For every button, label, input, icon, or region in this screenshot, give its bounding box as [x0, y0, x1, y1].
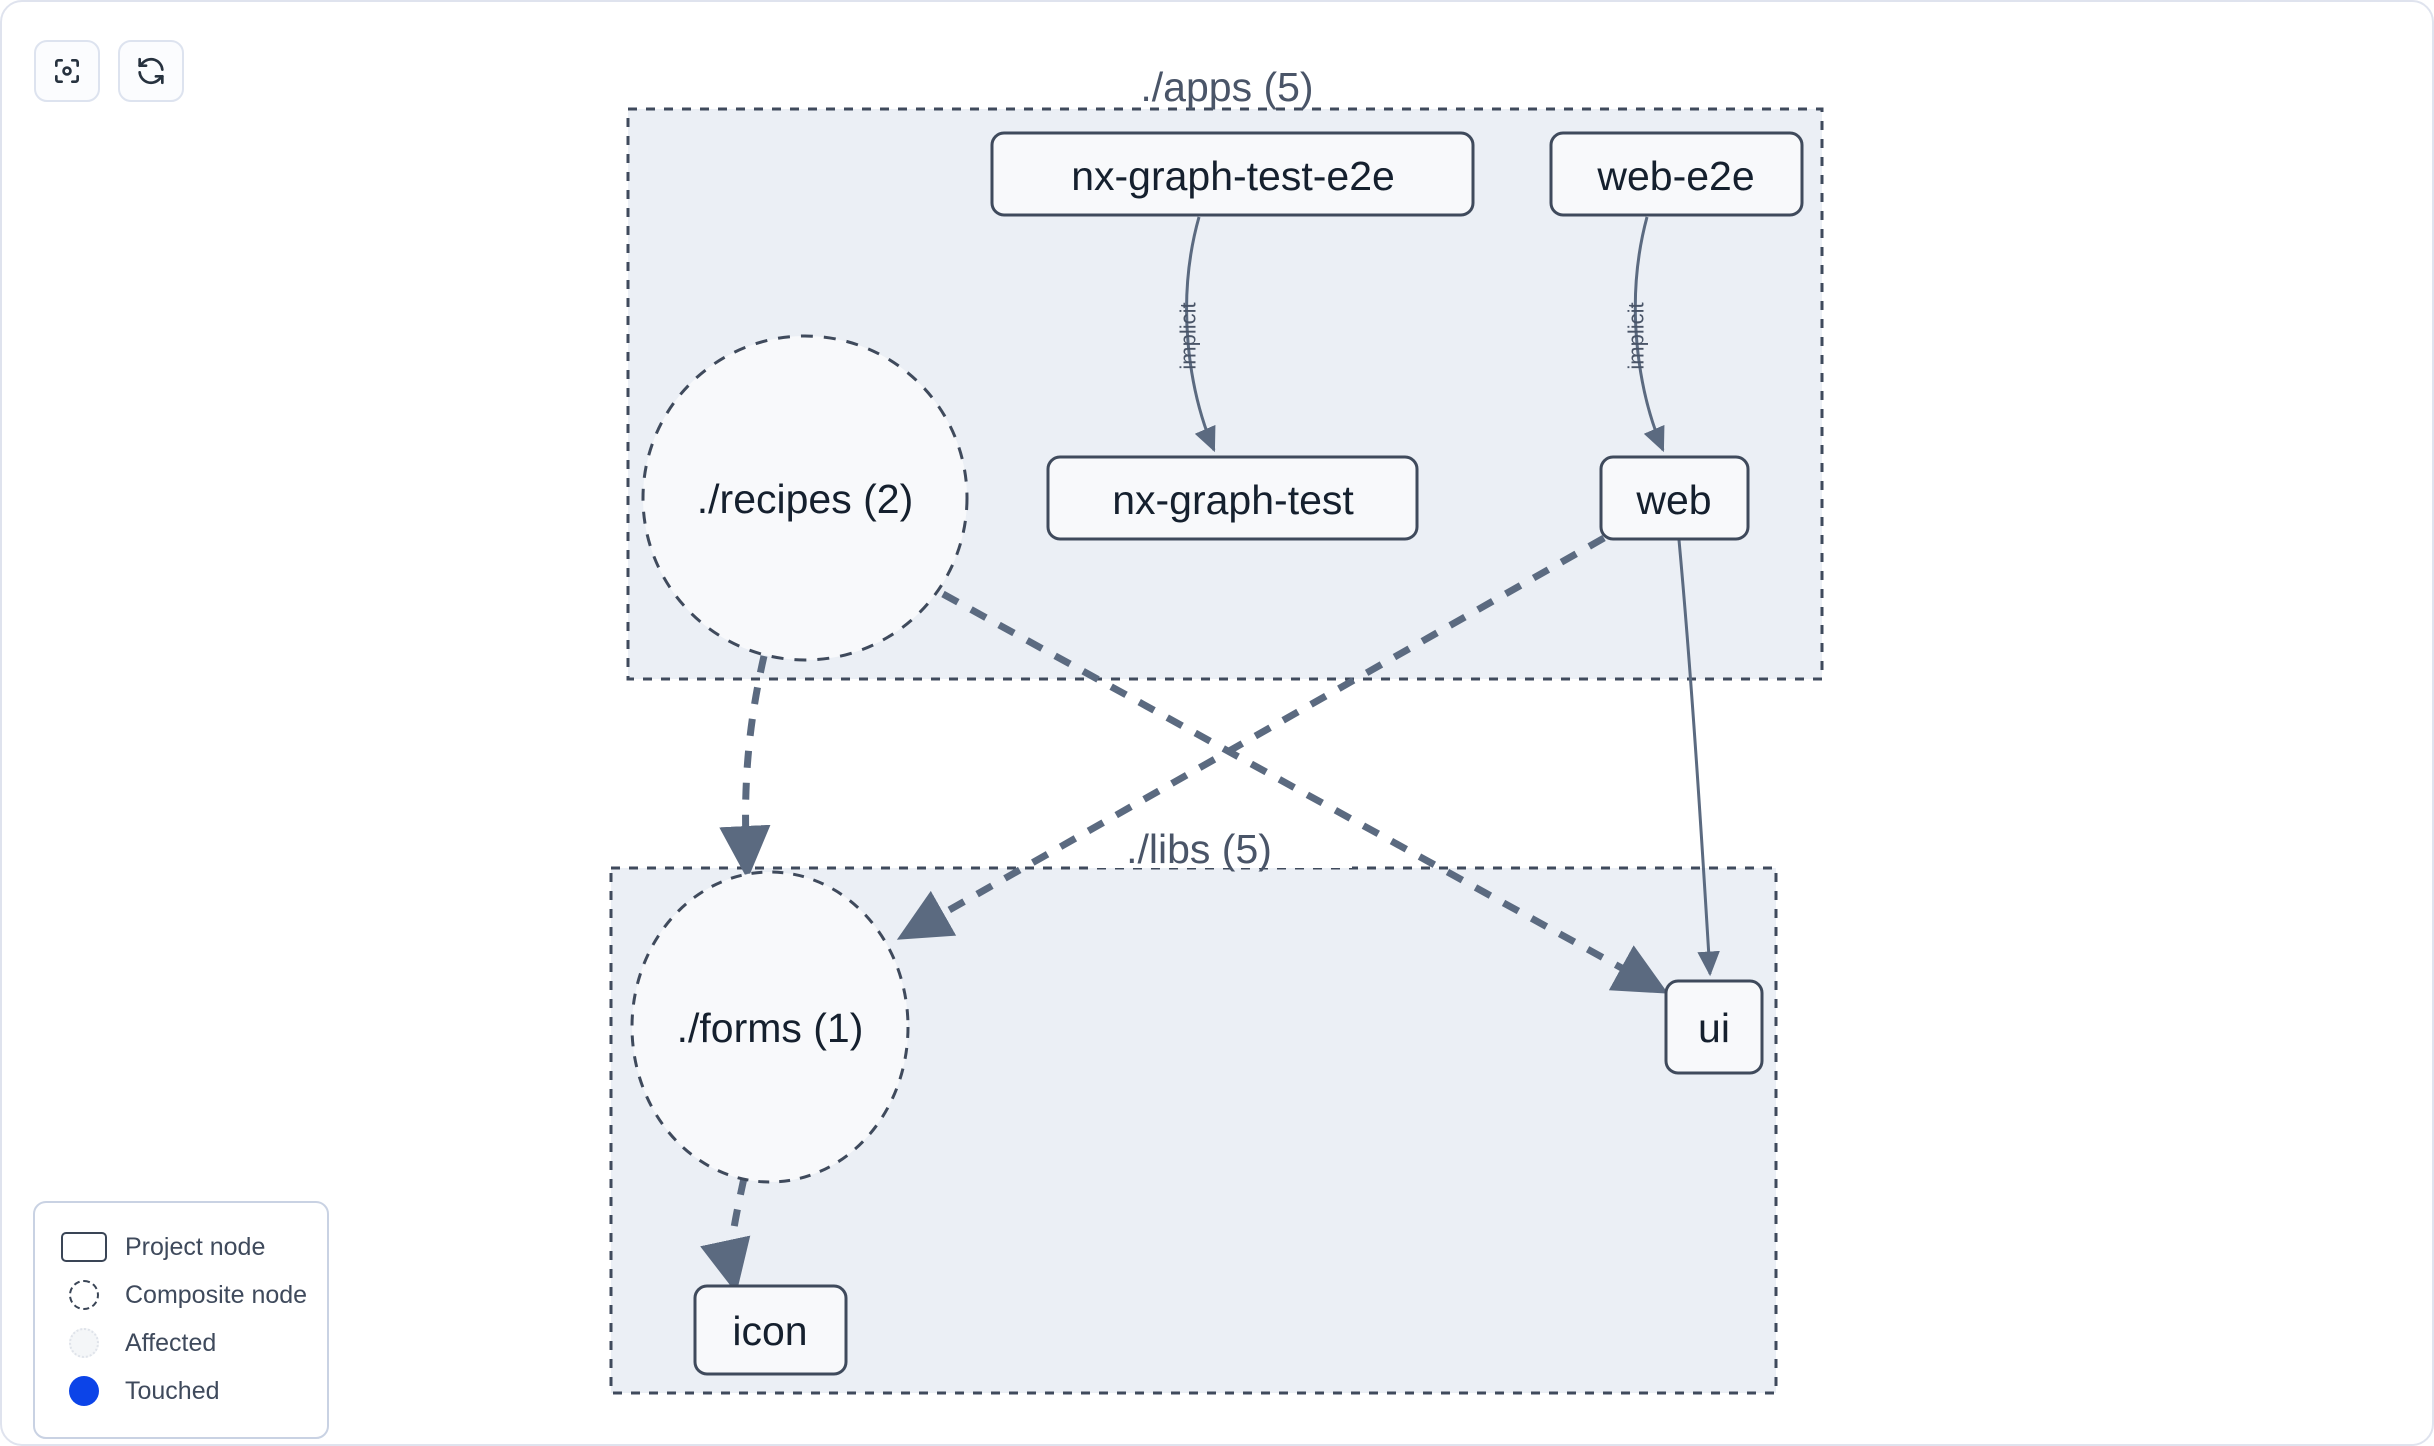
project-node-swatch: [57, 1232, 111, 1262]
group-libs-label: ./libs (5): [1126, 826, 1272, 872]
edge-recipes-to-ui[interactable]: [941, 590, 1669, 994]
edge-label-implicit-1: implicit: [1176, 302, 1201, 369]
legend-label-composite-node: Composite node: [125, 1280, 308, 1309]
legend-item-touched: Touched: [57, 1367, 305, 1415]
legend-label-affected: Affected: [125, 1328, 217, 1357]
node-recipes-label: ./recipes (2): [697, 476, 913, 522]
focus-graph-button[interactable]: [34, 40, 100, 102]
node-web-e2e-box[interactable]: [1549, 131, 1804, 217]
node-nx-graph-test-e2e-label: nx-graph-test-e2e: [1071, 153, 1395, 199]
group-apps-label: ./apps (5): [1140, 64, 1313, 110]
affected-shape-icon: [69, 1328, 99, 1358]
touched-swatch: [57, 1376, 111, 1406]
affected-swatch: [57, 1328, 111, 1358]
group-libs-label-backdrop: [1092, 824, 1352, 868]
node-icon-label: icon: [732, 1308, 807, 1354]
refresh-icon: [138, 57, 164, 85]
node-icon[interactable]: icon: [693, 1284, 848, 1376]
edge-web-to-forms[interactable]: [896, 534, 1606, 940]
graph-legend: Project node Composite node Affected Tou…: [33, 1201, 329, 1439]
legend-label-touched: Touched: [125, 1376, 220, 1405]
legend-item-affected: Affected: [57, 1319, 305, 1367]
node-ui[interactable]: ui: [1664, 979, 1764, 1075]
node-web-e2e[interactable]: web-e2e: [1549, 131, 1804, 217]
edge-nx-graph-test-e2e-to-nx-graph-test[interactable]: [1185, 216, 1216, 453]
composite-node-swatch: [57, 1280, 111, 1310]
node-forms-label: ./forms (1): [677, 1005, 864, 1051]
touched-shape-icon: [69, 1376, 99, 1406]
node-nx-graph-test-e2e-box[interactable]: [990, 131, 1475, 217]
node-web-e2e-label: web-e2e: [1596, 153, 1754, 199]
node-nx-graph-test[interactable]: nx-graph-test: [1046, 455, 1419, 541]
node-nx-graph-test-label: nx-graph-test: [1112, 477, 1354, 523]
edge-web-e2e-to-web[interactable]: [1633, 216, 1665, 453]
node-web-box[interactable]: [1599, 455, 1750, 541]
legend-label-project-node: Project node: [125, 1232, 266, 1261]
edge-web-to-ui[interactable]: [1677, 539, 1720, 977]
node-nx-graph-test-e2e[interactable]: nx-graph-test-e2e: [990, 131, 1475, 217]
node-icon-box[interactable]: [693, 1284, 848, 1376]
node-web[interactable]: web: [1599, 455, 1750, 541]
node-ui-box[interactable]: [1664, 979, 1764, 1075]
refresh-graph-button[interactable]: [118, 40, 184, 102]
node-forms-composite[interactable]: ./forms (1): [630, 870, 910, 1184]
edge-recipes-to-forms[interactable]: [719, 655, 771, 880]
node-recipes-composite[interactable]: ./recipes (2): [641, 334, 969, 662]
edge-forms-to-icon[interactable]: [700, 1177, 751, 1294]
graph-toolbar: [34, 40, 184, 102]
node-web-label: web: [1635, 477, 1711, 523]
node-recipes-circle[interactable]: [641, 334, 969, 662]
node-forms-circle[interactable]: [630, 870, 910, 1184]
node-ui-label: ui: [1698, 1005, 1730, 1051]
project-node-shape-icon: [61, 1232, 107, 1262]
edge-label-implicit-2: implicit: [1624, 302, 1649, 369]
focus-target-icon: [55, 59, 79, 83]
composite-node-shape-icon: [69, 1280, 99, 1310]
group-apps-label-backdrop: [1082, 60, 1372, 106]
legend-item-composite-node: Composite node: [57, 1271, 308, 1319]
node-nx-graph-test-box[interactable]: [1046, 455, 1419, 541]
legend-item-project-node: Project node: [57, 1223, 305, 1271]
